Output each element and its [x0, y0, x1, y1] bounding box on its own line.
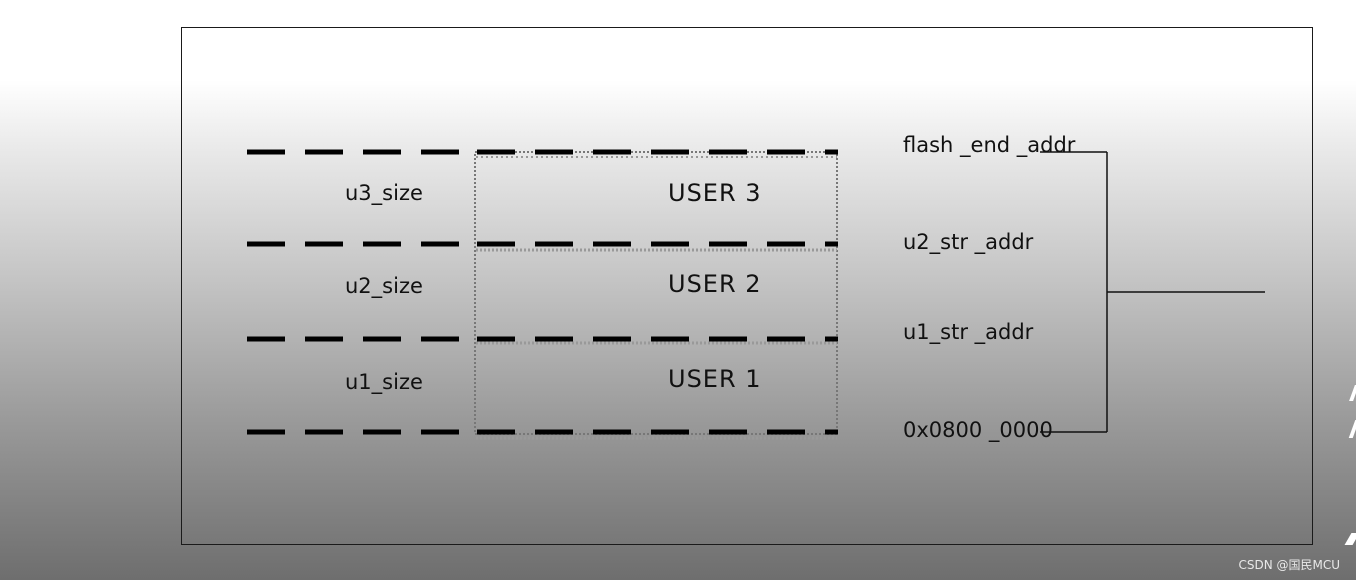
csdn-watermark: CSDN @国民MCU — [1238, 558, 1340, 572]
user2-block-label: USER 2 — [668, 270, 762, 298]
user3-block-label: USER 3 — [668, 179, 762, 207]
u2-start-addr-label: u2_str _addr — [903, 230, 1034, 254]
memory-block-outline — [474, 151, 838, 435]
base-addr-label: 0x0800 _0000 — [903, 418, 1053, 442]
u3-size-label: u3_size — [345, 181, 423, 205]
u1-size-label: u1_size — [345, 370, 423, 394]
diagram-frame — [181, 27, 1313, 545]
u1-start-addr-label: u1_str _addr — [903, 320, 1034, 344]
flash-end-addr-label: flash _end _addr — [903, 133, 1076, 157]
user1-block-label: USER 1 — [668, 365, 762, 393]
u2-size-label: u2_size — [345, 274, 423, 298]
